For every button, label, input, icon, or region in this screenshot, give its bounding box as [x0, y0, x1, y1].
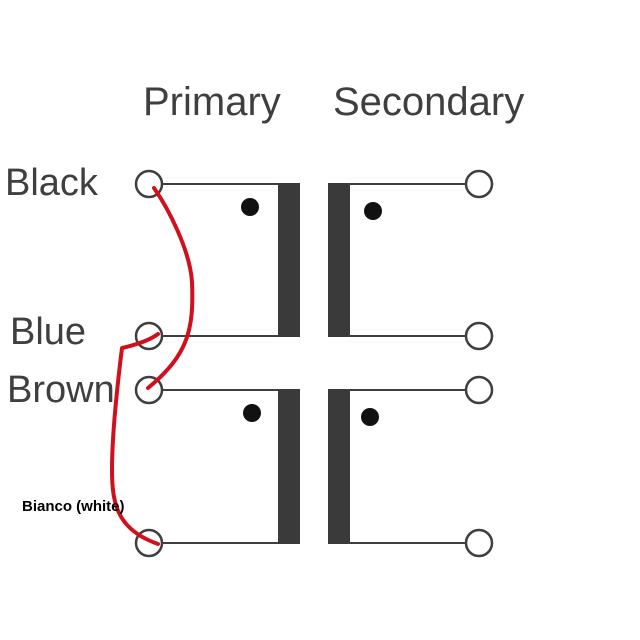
label-brown: Brown: [7, 369, 115, 411]
terminal-secondary-4: [464, 528, 494, 558]
secondary-winding-upper: [328, 183, 466, 337]
primary-upper-core: [278, 183, 300, 337]
terminal-secondary-1: [464, 169, 494, 199]
secondary-upper-polarity-dot: [364, 202, 382, 220]
secondary-header: Secondary: [333, 80, 524, 124]
primary-lower-polarity-dot: [243, 404, 261, 422]
secondary-lower-polarity-dot: [361, 408, 379, 426]
label-black: Black: [5, 162, 99, 204]
label-bianco-white: Bianco (white): [22, 498, 125, 515]
terminal-secondary-3: [464, 375, 494, 405]
primary-upper-polarity-dot: [241, 198, 259, 216]
label-blue: Blue: [10, 311, 86, 353]
primary-lower-core: [278, 389, 300, 544]
primary-winding-upper: [160, 183, 300, 337]
secondary-upper-core: [328, 183, 350, 337]
secondary-winding-lower: [328, 389, 466, 544]
primary-winding-lower: [160, 389, 300, 544]
secondary-lower-core: [328, 389, 350, 544]
terminal-secondary-2: [464, 321, 494, 351]
jumper-wire-black-to-brown: [146, 186, 195, 390]
primary-header: Primary: [143, 80, 281, 124]
jumper-wire-blue-to-white: [110, 332, 160, 546]
